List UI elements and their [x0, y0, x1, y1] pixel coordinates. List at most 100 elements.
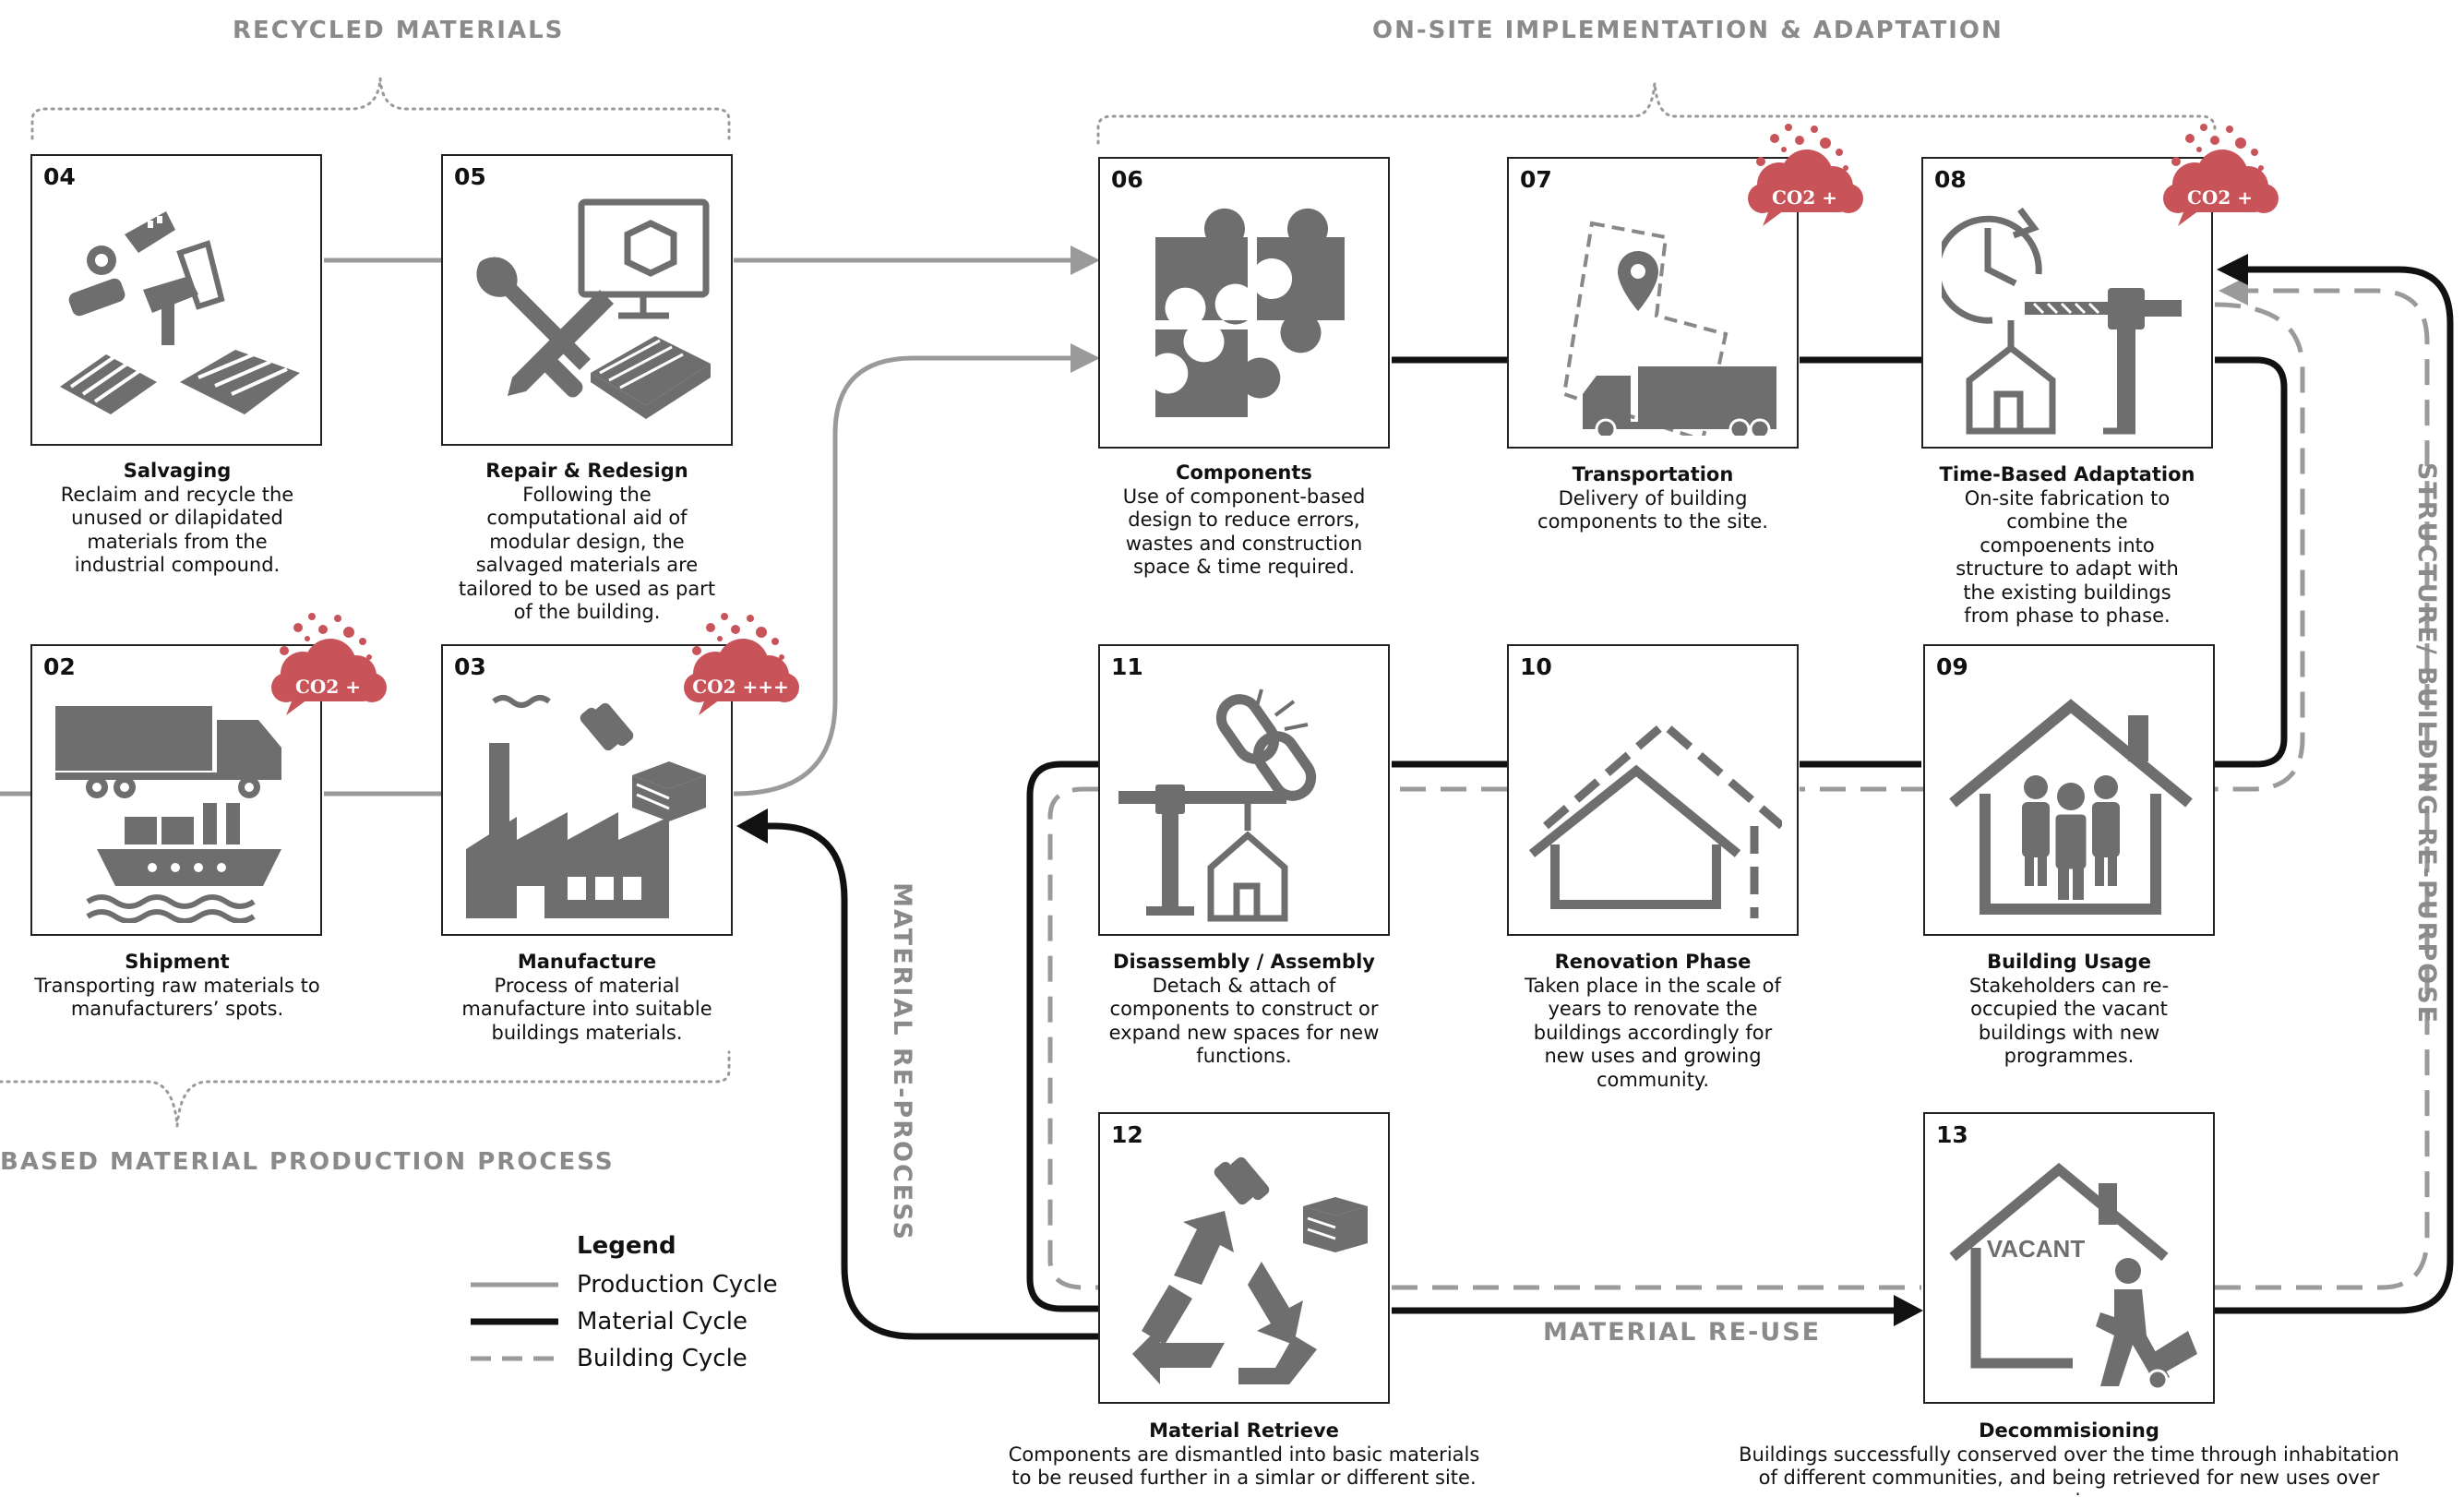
co2-label-08: CO2 +: [2187, 186, 2253, 209]
step-05-caption: Repair & Redesign Following the computat…: [402, 460, 771, 625]
step-08-title: Time-Based Adaptation: [1939, 463, 2195, 485]
step-11-box: 11: [1098, 644, 1390, 936]
legend-title: Legend: [577, 1232, 676, 1260]
step-02-number: 02: [43, 653, 76, 680]
material-arrows: [736, 254, 2248, 1326]
step-10-number: 10: [1520, 653, 1552, 680]
brace-onsite: [1096, 82, 2217, 145]
step-08-desc: On-site fabrication to combine the compo…: [1956, 486, 2179, 628]
cloud-icon: [1748, 124, 1863, 226]
step-03-desc: Process of material manufacture into sui…: [461, 974, 712, 1044]
co2-cloud-02: CO2 +: [266, 609, 390, 725]
legend-item-production: Production Cycle: [466, 1271, 854, 1304]
brace-production: [0, 1050, 731, 1127]
step-05-box: 05: [441, 154, 733, 446]
header-onsite-implementation: ON-SITE IMPLEMENTATION & ADAPTATION: [1372, 17, 2003, 44]
step-12-title: Material Retrieve: [1149, 1419, 1339, 1442]
factory-icon: [466, 695, 706, 918]
step-04-number: 04: [43, 163, 76, 190]
step-10-title: Renovation Phase: [1554, 951, 1752, 973]
production-cycle-lines: [0, 257, 1075, 796]
label-material-reprocess: MATERIAL RE-PROCESS: [887, 882, 916, 1241]
legend-swatch-material: [471, 1318, 558, 1325]
step-05-number: 05: [454, 163, 486, 190]
step-04-caption: Salvaging Reclaim and recycle the unused…: [0, 460, 362, 578]
co2-label-03: CO2 +++: [692, 676, 789, 698]
step-07-number: 07: [1520, 166, 1552, 193]
step-12-number: 12: [1111, 1121, 1143, 1148]
step-02-caption: Shipment Transporting raw materials to m…: [0, 951, 362, 1022]
step-08-caption: Time-Based Adaptation On-site fabricatio…: [1883, 463, 2252, 629]
step-11-desc: Detach & attach of components to constru…: [1108, 974, 1380, 1068]
step-07-desc: Delivery of building components to the s…: [1537, 486, 1768, 533]
co2-cloud-03: CO2 +++: [678, 609, 803, 725]
brace-recycled: [30, 78, 731, 140]
step-03-box: 03: [441, 644, 733, 936]
step-11-caption: Disassembly / Assembly Detach & attach o…: [1059, 951, 1429, 1069]
step-10-caption: Renovation Phase Taken place in the scal…: [1468, 951, 1837, 1092]
step-09-caption: Building Usage Stakeholders can re-occup…: [1884, 951, 2254, 1069]
step-05-desc: Following the computational aid of modul…: [458, 483, 716, 624]
step-05-title: Repair & Redesign: [485, 460, 688, 482]
header-recycled-materials: RECYCLED MATERIALS: [233, 17, 565, 44]
step-04-title: Salvaging: [123, 460, 232, 482]
step-07-title: Transportation: [1572, 463, 1734, 485]
step-13-title: Decommisioning: [1979, 1419, 2159, 1442]
material-cycle-lines: [761, 266, 2454, 1340]
recycle-icon: [1132, 1156, 1368, 1384]
repair-design-icon: [476, 198, 711, 419]
building-arrows: [2219, 276, 2248, 305]
step-06-number: 06: [1111, 166, 1143, 193]
step-12-desc: Components are dismantled into basic mat…: [1008, 1443, 1480, 1490]
step-02-desc: Transporting raw materials to manufactur…: [34, 974, 320, 1021]
step-10-desc: Taken place in the scale of years to ren…: [1525, 974, 1781, 1091]
legend-label-building: Building Cycle: [577, 1345, 748, 1372]
legend-swatch-production: [471, 1282, 558, 1287]
co2-label-02: CO2 +: [295, 676, 361, 698]
step-06-desc: Use of component-based design to reduce …: [1122, 485, 1366, 579]
house-people-icon: [1949, 699, 2193, 915]
step-06-box: 06: [1098, 157, 1390, 449]
legend-item-building: Building Cycle: [466, 1345, 854, 1378]
step-10-box: 10: [1507, 644, 1799, 936]
step-06-title: Components: [1176, 461, 1312, 484]
salvage-tools-icon: [60, 211, 300, 414]
step-13-number: 13: [1936, 1121, 1968, 1148]
delivery-map-icon: [1561, 221, 1776, 436]
step-07-caption: Transportation Delivery of building comp…: [1468, 463, 1837, 534]
step-09-desc: Stakeholders can re-occupied the vacant …: [1968, 974, 2170, 1068]
co2-label-07: CO2 +: [1772, 186, 1837, 209]
legend-label-production: Production Cycle: [577, 1271, 778, 1299]
co2-cloud-08: CO2 +: [2158, 120, 2282, 235]
truck-ship-icon: [55, 706, 281, 923]
step-08-box: 08: [1921, 157, 2213, 449]
step-13-caption: Decommisioning Buildings successfully co…: [1709, 1419, 2429, 1497]
step-03-number: 03: [454, 653, 486, 680]
step-02-title: Shipment: [125, 951, 230, 973]
co2-cloud-07: CO2 +: [1742, 120, 1867, 235]
cloud-icon: [684, 613, 799, 715]
step-04-desc: Reclaim and recycle the unused or dilapi…: [60, 483, 294, 577]
step-06-caption: Components Use of component-based design…: [1059, 461, 1429, 580]
step-13-box: 13 VACANT: [1923, 1112, 2215, 1404]
clock-crane-icon: [1942, 207, 2182, 435]
step-11-title: Disassembly / Assembly: [1113, 951, 1375, 973]
vacant-text: VACANT: [1987, 1235, 2086, 1263]
puzzle-icon: [1155, 208, 1345, 417]
step-09-number: 09: [1936, 653, 1968, 680]
step-12-caption: Material Retrieve Components are dismant…: [967, 1419, 1521, 1491]
legend-item-material: Material Cycle: [466, 1308, 854, 1341]
step-04-box: 04: [30, 154, 322, 446]
step-09-box: 09: [1923, 644, 2215, 936]
label-structure-repurpose: STRUCTURE/ BUILDING RE-PURPOSE: [2412, 461, 2442, 1025]
step-12-box: 12: [1098, 1112, 1390, 1404]
step-03-caption: Manufacture Process of material manufact…: [402, 951, 771, 1045]
step-13-desc: Buildings successfully conserved over th…: [1739, 1443, 2399, 1497]
label-material-reuse: MATERIAL RE-USE: [1543, 1318, 1822, 1347]
step-09-title: Building Usage: [1987, 951, 2151, 973]
step-08-number: 08: [1934, 166, 1967, 193]
vacant-house-icon: VACANT: [1949, 1162, 2197, 1391]
building-cycle-lines: [1047, 288, 2430, 1290]
